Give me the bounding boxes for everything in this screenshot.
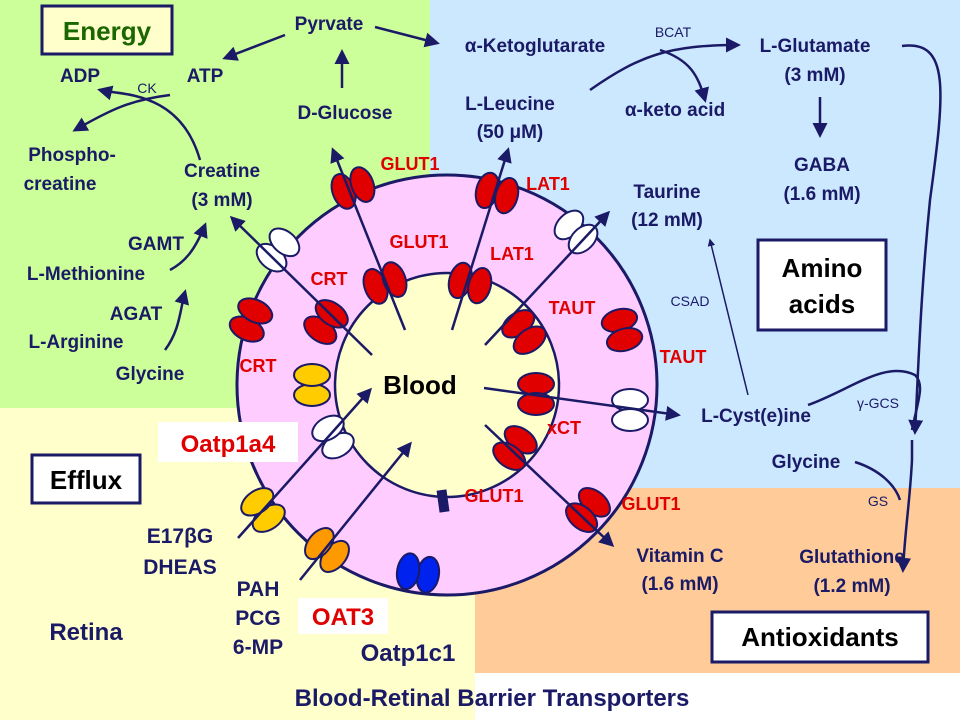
l-leucine-label-2: (50 μM) bbox=[477, 122, 544, 143]
retina-label: Retina bbox=[49, 619, 123, 646]
l-leucine-label-1: L-Leucine bbox=[465, 94, 555, 115]
oat3-label-bg bbox=[298, 598, 388, 634]
metabolic-arrows bbox=[72, 25, 942, 573]
crt-outer-label: CRT bbox=[240, 356, 277, 376]
channel-marker bbox=[436, 489, 450, 513]
glut1-top-label: GLUT1 bbox=[380, 154, 439, 174]
l-arginine-label: L-Arginine bbox=[29, 332, 124, 353]
svg-text:acids: acids bbox=[789, 289, 856, 319]
antioxidants-box: Antioxidants bbox=[710, 610, 930, 664]
glutathione-label-1: Glutathione bbox=[799, 547, 905, 568]
oatp1a4-inner-transporter bbox=[293, 363, 331, 407]
svg-text:Antioxidants: Antioxidants bbox=[741, 622, 898, 652]
oatp1c1-label: Oatp1c1 bbox=[361, 640, 456, 667]
energy-box: Energy bbox=[40, 4, 174, 56]
csad-label: CSAD bbox=[671, 293, 710, 309]
gs-label: GS bbox=[868, 493, 888, 509]
alpha-ketoglutarate-label: α-Ketoglutarate bbox=[465, 36, 605, 57]
oat3-transporter bbox=[304, 527, 350, 573]
e17bg-label: E17βG bbox=[147, 525, 214, 548]
l-glutamate-label-1: L-Glutamate bbox=[760, 36, 871, 57]
footer-title: Blood-Retinal Barrier Transporters bbox=[295, 685, 690, 712]
glut1-lower-inner-transporter bbox=[492, 425, 538, 471]
oatp1a4-label-bg bbox=[158, 422, 298, 462]
blood-label: Blood bbox=[383, 370, 457, 400]
bcat-label: BCAT bbox=[655, 24, 692, 40]
oatp1c1-transporter bbox=[395, 552, 441, 594]
svg-text:Amino: Amino bbox=[782, 253, 863, 283]
creatine-label-2: (3 mM) bbox=[191, 190, 252, 211]
xct-label: xCT bbox=[547, 418, 581, 438]
cystine-outer-transporter bbox=[611, 388, 649, 432]
gamma-gcs-label: γ-GCS bbox=[857, 395, 899, 411]
phosphocreatine-label-1: Phospho- bbox=[28, 145, 116, 166]
agat-label: AGAT bbox=[110, 304, 163, 325]
taurine-label-2: (12 mM) bbox=[631, 210, 703, 231]
atp-label: ATP bbox=[187, 66, 224, 87]
amino-acids-box: Amino acids bbox=[756, 238, 888, 332]
l-glutamate-label-2: (3 mM) bbox=[784, 65, 845, 86]
glycine-antioxidant-label: Glycine bbox=[772, 452, 841, 473]
vitamin-c-label-1: Vitamin C bbox=[636, 546, 724, 567]
gamt-label: GAMT bbox=[128, 234, 184, 255]
pah-label: PAH bbox=[237, 578, 280, 601]
white-inner-transporter-left bbox=[311, 414, 355, 460]
vitamin-c-label-2: (1.6 mM) bbox=[641, 574, 718, 595]
dheas-label: DHEAS bbox=[143, 556, 217, 579]
pyrvate-label: Pyrvate bbox=[295, 14, 364, 35]
glut1-lower-inner-label: GLUT1 bbox=[464, 486, 523, 506]
efflux-box: Efflux bbox=[30, 453, 142, 505]
glut1-inner-transporter bbox=[362, 261, 408, 305]
glut1-inner-label: GLUT1 bbox=[389, 232, 448, 252]
lat1-inner-label: LAT1 bbox=[490, 244, 534, 264]
taurine-label-1: Taurine bbox=[633, 182, 700, 203]
taut-inner-label: TAUT bbox=[549, 298, 596, 318]
taut-outer-transporter bbox=[600, 307, 644, 353]
adp-label: ADP bbox=[60, 66, 100, 87]
phosphocreatine-label-2: creatine bbox=[24, 174, 97, 195]
footer-region bbox=[475, 673, 960, 720]
alpha-keto-acid-label: α-keto acid bbox=[625, 100, 725, 121]
l-methionine-label: L-Methionine bbox=[27, 264, 145, 285]
oat3-label: OAT3 bbox=[312, 604, 374, 631]
lat1-inner-transporter bbox=[447, 261, 493, 305]
ck-label: CK bbox=[137, 80, 157, 96]
gaba-label-2: (1.6 mM) bbox=[783, 184, 860, 205]
svg-text:Energy: Energy bbox=[63, 16, 152, 46]
six-mp-label: 6-MP bbox=[233, 636, 283, 659]
glutathione-label-2: (1.2 mM) bbox=[813, 576, 890, 597]
crt-inner-label: CRT bbox=[311, 269, 348, 289]
l-cysteine-label: L-Cyst(e)ine bbox=[701, 406, 811, 427]
creatine-label-1: Creatine bbox=[184, 161, 260, 182]
glut1-lower-outer-label: GLUT1 bbox=[621, 494, 680, 514]
d-glucose-label: D-Glucose bbox=[297, 103, 392, 124]
glycine-energy-label: Glycine bbox=[116, 364, 185, 385]
svg-text:Efflux: Efflux bbox=[50, 465, 123, 495]
pcg-label: PCG bbox=[235, 607, 281, 630]
xct-transporter bbox=[517, 372, 555, 416]
crt-outer-transporter bbox=[228, 297, 274, 343]
taut-outer-label: TAUT bbox=[660, 347, 707, 367]
oatp1a4-label: Oatp1a4 bbox=[181, 431, 276, 458]
transport-arrows bbox=[229, 147, 681, 581]
glut1-top-transporter bbox=[330, 166, 376, 210]
lat1-outer-transporter bbox=[474, 171, 520, 215]
lat1-outer-label: LAT1 bbox=[526, 174, 570, 194]
gaba-label-1: GABA bbox=[794, 155, 850, 176]
